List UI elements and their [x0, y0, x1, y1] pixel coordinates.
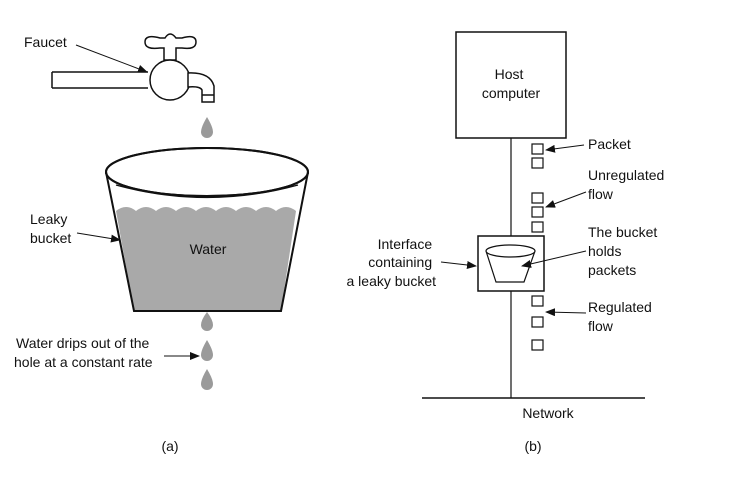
- packet: [531, 206, 544, 218]
- host-computer-box: [455, 31, 567, 139]
- packets: [531, 143, 544, 351]
- faucet-arrow: [75, 44, 148, 73]
- packet-arrow: [545, 144, 585, 153]
- drip-label: Water drips out of the hole at a constan…: [14, 335, 153, 370]
- panel-a: Water Faucet Leaky bucket Water drips ou…: [14, 33, 309, 454]
- faucet-label: Faucet: [24, 34, 67, 50]
- packet: [531, 221, 544, 233]
- bucket-holds-label: The bucket holds packets: [588, 224, 661, 278]
- water-label: Water: [190, 241, 227, 257]
- regulated-arrow: [545, 308, 587, 317]
- caption-b: (b): [524, 438, 541, 454]
- faucet-icon: [51, 33, 215, 103]
- packet: [531, 192, 544, 204]
- regulated-flow-label: Regulated flow: [588, 299, 656, 334]
- network-label: Network: [522, 405, 574, 421]
- packet: [531, 295, 544, 307]
- panel-b: Host computer Network Packet: [347, 31, 668, 454]
- unregulated-flow-label: Unregulated flow: [588, 167, 668, 202]
- water-fill: [116, 207, 296, 311]
- interface-label: Interface containing a leaky bucket: [347, 236, 437, 289]
- interface-arrow: [440, 261, 477, 269]
- caption-a: (a): [161, 438, 178, 454]
- packet: [531, 157, 544, 169]
- water-drips: [201, 312, 213, 390]
- packet: [531, 143, 544, 155]
- packet: [531, 339, 544, 351]
- bucket-label: Leaky bucket: [30, 211, 71, 246]
- mini-bucket-icon: [485, 244, 536, 283]
- bucket-arrow: [76, 232, 121, 243]
- host-computer-label: Host computer: [482, 66, 541, 101]
- unregulated-arrow: [545, 191, 587, 208]
- bucket-holds-arrow: [521, 250, 587, 268]
- packet: [531, 316, 544, 328]
- packet-label: Packet: [588, 136, 631, 152]
- faucet-drop: [201, 117, 213, 138]
